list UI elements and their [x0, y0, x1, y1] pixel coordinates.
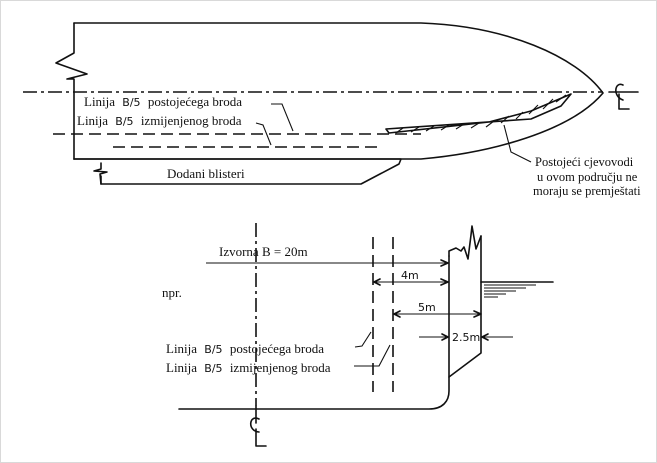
water-hatch [484, 284, 536, 298]
pipes-note-line-3: moraju se premještati [533, 184, 641, 198]
arrowhead [373, 278, 449, 286]
pipes-note-line-1: Postojeći cjevovodi [535, 155, 634, 169]
dim-4m-label: 4m [401, 269, 419, 282]
blister-section [448, 235, 482, 378]
leader-existing [271, 103, 294, 132]
break-line [55, 22, 88, 160]
section-hull [178, 255, 450, 410]
hull-outline [73, 22, 604, 160]
section-view: Izvorna B = 20m npr. 4m 5m 2.5m Linija B… [162, 223, 554, 447]
plan-label-blisters: Dodani blisteri [167, 166, 245, 181]
plan-label-existing: Linija B/5 postojećega broda [84, 94, 242, 109]
leader-modified [255, 122, 272, 146]
arrowhead [393, 310, 482, 318]
plan-label-modified: Linija B/5 izmijenjenog broda [77, 113, 242, 128]
original-breadth-label: Izvorna B = 20m [219, 244, 308, 259]
arrowhead [440, 259, 449, 267]
plan-view: Linija B/5 postojećega broda Linija B/5 … [23, 22, 641, 198]
existing-pipes [385, 93, 572, 134]
section-centerline-symbol [249, 405, 267, 447]
leader-pipes [503, 124, 532, 163]
leader-existing-section [354, 331, 372, 348]
section-break [448, 225, 482, 260]
blister-break [93, 162, 108, 185]
section-label-modified: Linija B/5 izmijenjenog broda [166, 360, 331, 375]
centerline-symbol [615, 83, 630, 110]
arrowhead [441, 333, 489, 341]
dim-2-5m-label: 2.5m [452, 331, 480, 344]
example-label: npr. [162, 285, 182, 300]
dim-5m-label: 5m [418, 301, 436, 314]
section-label-existing: Linija B/5 postojećega broda [166, 341, 324, 356]
pipes-note-line-2: u ovom području ne [537, 170, 638, 184]
leader-modified-section [354, 344, 391, 367]
